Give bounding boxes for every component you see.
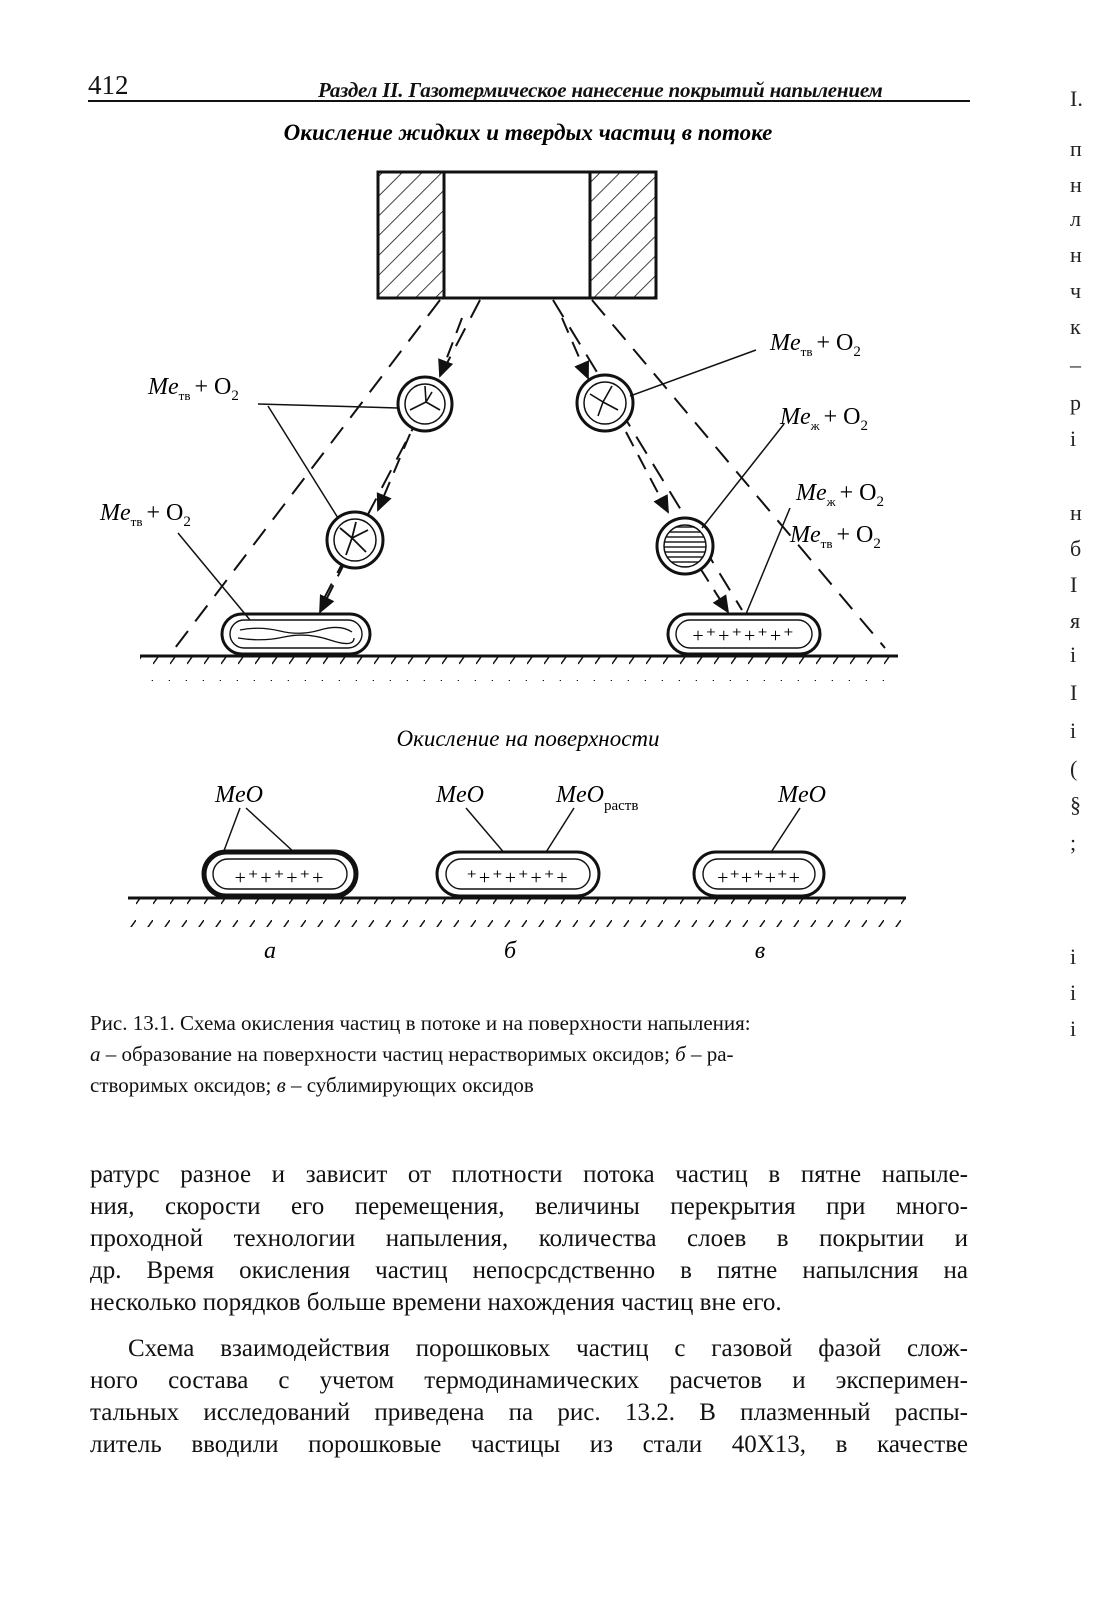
margin-fragment: I — [1070, 680, 1078, 705]
meo-label-v: MeO — [777, 782, 826, 808]
svg-text:Meтв+ O2: Meтв+ O2 — [99, 500, 191, 530]
margin-fragment: і — [1070, 426, 1077, 451]
margin-fragment: ч — [1070, 278, 1082, 303]
formula-me-tv-o2-left-mid: Meтв+ O2 — [147, 374, 239, 404]
panel-letter-b: б — [504, 938, 517, 964]
margin-fragment: і — [1070, 1016, 1077, 1041]
body-text: ратурс разное и зависит от плотности пот… — [90, 1159, 968, 1461]
svg-text:Meтв+ O2: Meтв+ O2 — [147, 374, 239, 404]
splat-a: +⁺+⁺+⁺+ — [201, 849, 359, 899]
substrate-bottom — [128, 896, 906, 927]
particle-liquid-right-lower — [655, 516, 715, 576]
svg-text:Meж+ O2: Meж+ O2 — [779, 404, 868, 434]
header-rule — [88, 100, 970, 102]
body-line: ного состава с учетом термодинамических … — [90, 1367, 968, 1394]
substrate-top — [140, 654, 898, 681]
svg-text:Meтв+ O2: Meтв+ O2 — [769, 330, 861, 360]
meo-label-a: MeO — [214, 782, 263, 808]
margin-fragment: л — [1070, 206, 1081, 231]
margin-fragment: к — [1070, 314, 1081, 339]
meo-rastv-label-b: MeOраств — [555, 782, 638, 814]
particle-solid-left-lower — [325, 510, 385, 570]
margin-fragment: ( — [1070, 756, 1078, 781]
margin-fragment: I. — [1070, 86, 1083, 111]
margin-fragment: я — [1070, 608, 1081, 633]
margin-fragment: і — [1070, 944, 1077, 969]
formula-me-tv-o2-right-top: Meтв+ O2 — [769, 330, 861, 360]
panel-letter-a: а — [264, 938, 276, 964]
margin-fragment: н — [1070, 172, 1082, 197]
formula-me-zh-o2-right-low: Meж+ O2 — [795, 480, 884, 510]
particle-solid-right-upper — [575, 373, 635, 433]
page-number: 412 — [88, 70, 129, 100]
margin-fragment: і — [1070, 642, 1077, 667]
surface-oxidation-title: Окисление на поверхности — [396, 726, 659, 751]
formula-me-tv-o2-right-low: Meтв+ O2 — [789, 522, 881, 552]
margin-fragment: р — [1070, 390, 1081, 415]
flow-oxidation-title: Окисление жидких и твердых частиц в пото… — [284, 120, 773, 145]
caption-line: Рис. 13.1. Схема окисления частиц в пото… — [90, 1011, 751, 1035]
adjacent-page-edge: I. п н л н ч к – р і н б I я і I і ( § ;… — [1066, 0, 1115, 1600]
spray-nozzle — [376, 170, 658, 300]
body-line: др. Время окисления частиц непосрсдствен… — [90, 1257, 968, 1284]
margin-fragment: н — [1070, 242, 1082, 267]
margin-fragment: § — [1070, 792, 1081, 817]
formula-me-zh-o2-right-mid: Meж+ O2 — [779, 404, 868, 434]
oxidation-scheme-figure: Окисление жидких и твердых частиц в пото… — [99, 120, 906, 964]
splat-b: ⁺+⁺+⁺+⁺+ — [435, 850, 601, 898]
body-line: тальных исследований приведена па рис. 1… — [90, 1399, 968, 1426]
svg-text:Meж+ O2: Meж+ O2 — [795, 480, 884, 510]
running-title: Раздел II. Газотермическое нанесение пок… — [318, 78, 883, 102]
svg-text:+⁺+⁺+⁺+: +⁺+⁺+⁺+ — [717, 867, 801, 889]
body-line: ния, скорости его перемещения, величины … — [90, 1193, 968, 1220]
body-line: Схема взаимодействия порошковых частиц с… — [128, 1335, 968, 1362]
margin-fragment: – — [1070, 352, 1081, 377]
svg-text:⁺+⁺+⁺+⁺+: ⁺+⁺+⁺+⁺+ — [466, 867, 569, 889]
body-line: проходной технологии напыления, количест… — [90, 1225, 968, 1252]
caption-line: створимых оксидов; в – сублимирующих окс… — [90, 1073, 534, 1097]
svg-text:+⁺+⁺+⁺+: +⁺+⁺+⁺+ — [235, 867, 326, 889]
margin-fragment: б — [1070, 536, 1082, 561]
svg-text:Meтв+ O2: Meтв+ O2 — [789, 522, 881, 552]
leader-lines-flow — [177, 349, 791, 621]
splat-right: +⁺+⁺+⁺+⁺ — [666, 612, 822, 656]
margin-fragment: I — [1070, 572, 1078, 597]
figure-caption: Рис. 13.1. Схема окисления частиц в пото… — [90, 1008, 968, 1101]
margin-fragment: н — [1070, 500, 1082, 525]
svg-text:+⁺+⁺+⁺+⁺: +⁺+⁺+⁺+⁺ — [692, 625, 795, 647]
panel-letter-v: в — [755, 938, 765, 964]
particle-trajectories — [319, 317, 730, 614]
body-line: несколько порядков больше времени нахожд… — [90, 1289, 782, 1316]
formula-me-tv-o2-left-low: Meтв+ O2 — [99, 500, 191, 530]
body-line: ратурс разное и зависит от плотности пот… — [90, 1161, 968, 1188]
body-line: литель вводили порошковые частицы из ста… — [90, 1431, 968, 1458]
caption-line: а – образование на поверхности частиц не… — [90, 1042, 734, 1066]
margin-fragment: п — [1070, 136, 1082, 161]
splat-v: +⁺+⁺+⁺+ — [692, 850, 826, 898]
particle-solid-left-upper — [396, 375, 454, 433]
margin-fragment: і — [1070, 980, 1077, 1005]
splat-left — [220, 612, 372, 656]
meo-label-b: MeO — [435, 782, 484, 808]
margin-fragment: ; — [1070, 830, 1077, 855]
margin-fragment: і — [1070, 718, 1077, 743]
